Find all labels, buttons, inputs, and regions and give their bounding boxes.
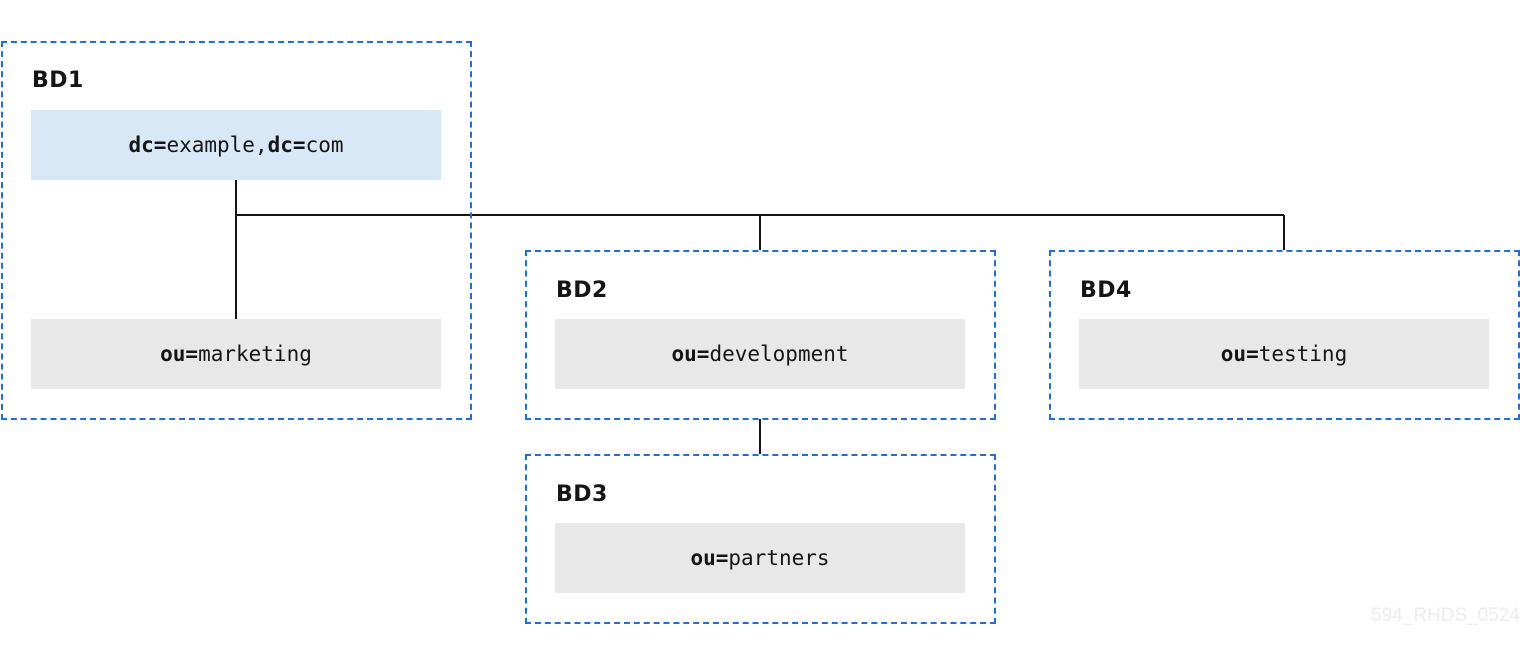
entry-attr: ou (160, 342, 186, 366)
database-box-bd4 (1049, 250, 1520, 420)
entry-value: example (166, 133, 255, 157)
database-box-bd1 (1, 41, 472, 420)
entry-value: marketing (198, 342, 312, 366)
entry-attr: dc (267, 133, 293, 157)
database-label-bd4: BD4 (1080, 278, 1132, 303)
entry-partners: ou=partners (555, 523, 965, 593)
entry-value: partners (728, 546, 830, 570)
entry-eq: = (715, 546, 729, 570)
entry-value: testing (1258, 342, 1348, 366)
entry-eq: = (153, 133, 167, 157)
entry-eq: = (696, 342, 710, 366)
entry-attr: dc (128, 133, 154, 157)
entry-value: com (305, 133, 344, 157)
entry-separator: , (254, 133, 268, 157)
database-box-bd2 (525, 250, 996, 420)
entry-development: ou=development (555, 319, 965, 389)
entry-eq: = (1246, 342, 1259, 366)
database-label-bd3: BD3 (556, 482, 608, 507)
entry-testing: ou=testing (1079, 319, 1489, 389)
entry-root-suffix: dc=example,dc=com (31, 110, 441, 180)
database-box-bd3 (525, 454, 996, 624)
figure-id-watermark: 594_RHDS_0524 (1371, 605, 1520, 626)
database-label-bd1: BD1 (32, 68, 84, 93)
entry-eq: = (185, 342, 199, 366)
entry-marketing: ou=marketing (31, 319, 441, 389)
entry-attr: ou (690, 546, 716, 570)
database-label-bd2: BD2 (556, 278, 608, 303)
entry-value: development (709, 342, 849, 366)
entry-eq: = (292, 133, 306, 157)
entry-attr: ou (1220, 342, 1247, 366)
entry-attr: ou (671, 342, 697, 366)
